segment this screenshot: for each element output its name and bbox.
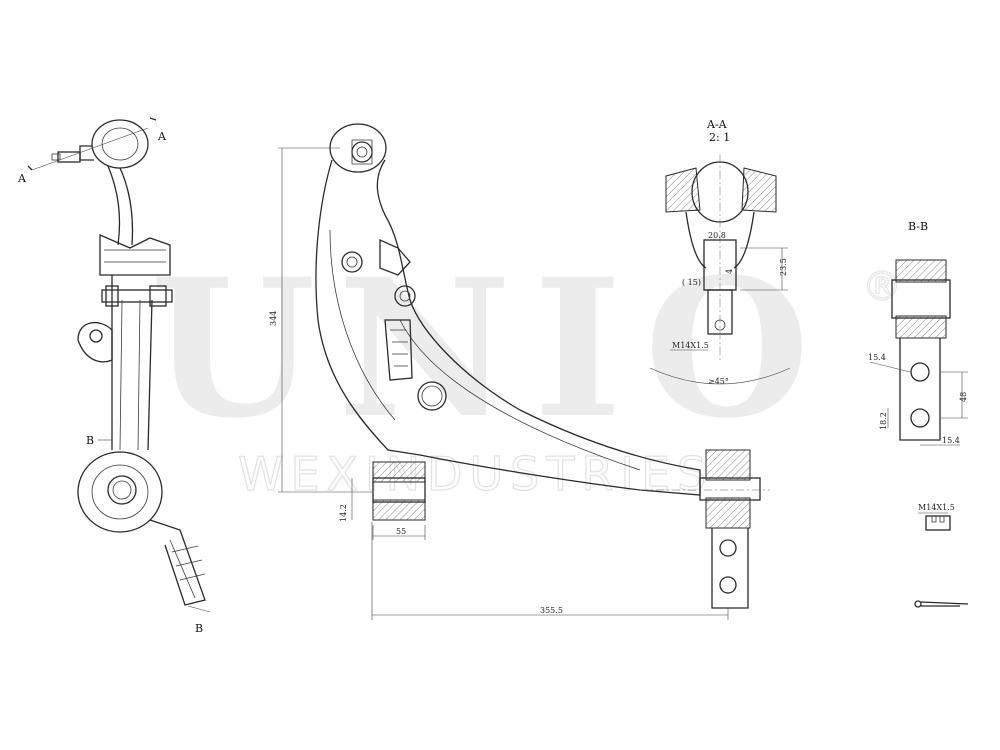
nut-detail: M14X1.5 [914, 503, 969, 608]
dim-aa-small: 4 [725, 269, 734, 274]
dim-aa-ref: ( 15) [682, 278, 701, 287]
section-aa-scale: 2: 1 [709, 131, 730, 144]
dim-aa-angle: ≥45° [708, 377, 729, 386]
dim-bb-offset: 18.2 [879, 412, 888, 430]
side-view: A A B B [17, 117, 211, 635]
dim-aa-height: 23.5 [779, 258, 788, 276]
dim-bb-spacing: 48 [959, 392, 968, 402]
nut-thread-label: M14X1.5 [918, 503, 955, 512]
section-bb: B-B 15.4 48 18.2 15.4 [868, 220, 968, 446]
section-mark-a-right: A [157, 130, 167, 143]
dim-height: 344 [269, 311, 278, 326]
section-mark-b-top: B [86, 434, 94, 447]
dim-aa-thread: M14X1.5 [672, 341, 709, 350]
dim-aa-diameter: 20.8 [708, 231, 726, 240]
dim-bb-width: 15.4 [942, 436, 960, 445]
dim-bushing-dia: 14.2 [339, 504, 348, 522]
dim-bb-hole: 15.4 [868, 353, 886, 362]
section-aa: A-A 2: 1 20.8 4 23.5 ( 15) M14X1.5 ≥45° [649, 118, 791, 386]
watermark: UNIO ® WEXINDUSTRIES [150, 237, 903, 502]
section-mark-b-bottom: B [195, 622, 203, 635]
dim-length: 355.5 [540, 606, 563, 615]
section-aa-title: A-A [706, 118, 728, 131]
section-mark-a-left: A [17, 172, 27, 185]
watermark-company: WEXINDUSTRIES [238, 447, 713, 501]
watermark-brand: UNIO [150, 237, 832, 460]
section-bb-title: B-B [908, 220, 928, 233]
dim-bushing-width: 55 [396, 527, 406, 536]
main-view: 55 14.2 344 355.5 [269, 123, 770, 620]
